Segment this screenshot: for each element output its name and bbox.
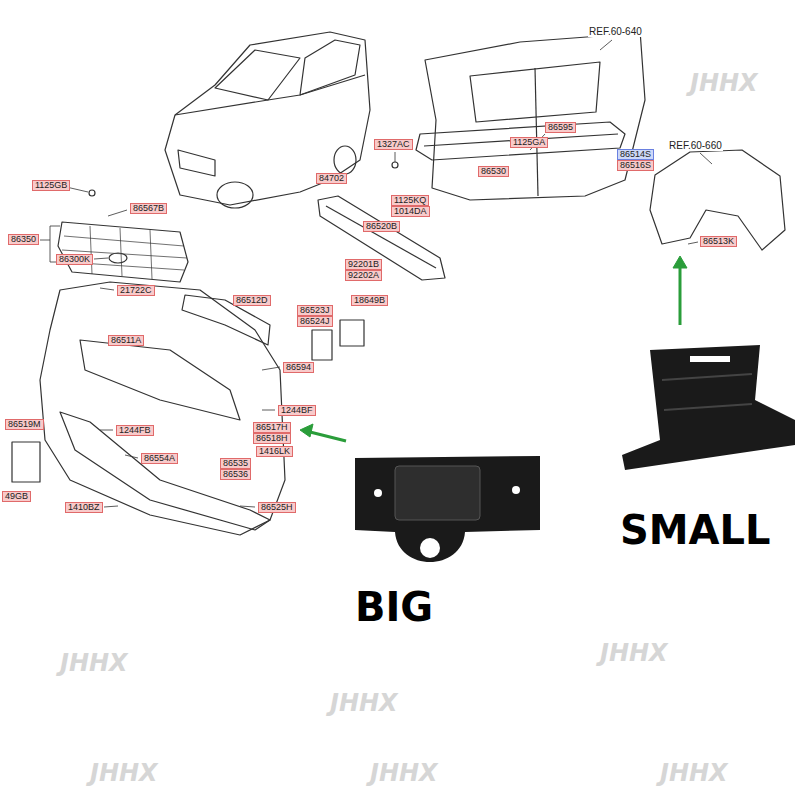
- watermark: JHHX: [370, 760, 438, 786]
- callout-number: 86514S: [617, 149, 654, 160]
- size-label: SMALL: [620, 508, 771, 552]
- radiator-post: [535, 68, 538, 196]
- car-windshield: [215, 50, 300, 100]
- reference-label: REF.60-660: [668, 140, 723, 151]
- leader-line: [104, 506, 118, 507]
- bumper-opening: [80, 340, 240, 420]
- lower-strip: [60, 412, 270, 530]
- callout-number: 86512D: [233, 295, 271, 306]
- small-bracket-photo: [622, 345, 795, 470]
- callout-number: 49GB: [2, 491, 31, 502]
- pointer-arrow: [679, 266, 682, 325]
- energy-absorber: [318, 196, 445, 280]
- callout-number: 86300K: [56, 254, 93, 265]
- callout-number: 86594: [283, 362, 314, 373]
- car-body: [165, 32, 370, 205]
- watermark: JHHX: [660, 760, 728, 786]
- callout-number: 1244FB: [116, 425, 154, 436]
- watermark: JHHX: [60, 650, 128, 676]
- callout-number: 86523J: [297, 305, 333, 316]
- radiator-support: [425, 30, 645, 200]
- arrow-head: [673, 256, 687, 268]
- arrow-head: [300, 424, 313, 437]
- watermark: JHHX: [330, 690, 398, 716]
- fender: [650, 150, 785, 250]
- callout-number: 86513K: [700, 236, 737, 247]
- leader-line: [100, 430, 113, 431]
- car-window: [300, 40, 360, 95]
- leader-line: [240, 506, 255, 507]
- callout-number: 1125GA: [510, 137, 548, 148]
- callout-number: 1410BZ: [65, 502, 103, 513]
- callout-number: 1125KQ: [391, 195, 429, 206]
- grille-bars: [62, 226, 187, 279]
- callout-number: 1327AC: [374, 139, 413, 150]
- bolt: [89, 190, 95, 196]
- leader-line: [94, 258, 108, 259]
- callout-number: 86517H: [253, 422, 291, 433]
- callout-number: 21722C: [117, 285, 155, 296]
- callout-number: 86554A: [141, 453, 178, 464]
- callout-number: 86524J: [297, 316, 333, 327]
- size-label: BIG: [355, 585, 433, 629]
- callout-number: 92202A: [345, 270, 382, 281]
- leader-line: [262, 367, 280, 370]
- bumper-beam: [416, 122, 625, 160]
- reference-label: REF.60-640: [588, 26, 643, 37]
- callout-number: 86518H: [253, 433, 291, 444]
- leader-line: [600, 40, 612, 50]
- callout-number: 86516S: [617, 160, 654, 171]
- lower-grille: [182, 295, 270, 345]
- callout-number: 86535: [220, 458, 251, 469]
- small-bracket-rib: [662, 374, 752, 410]
- callout-number: 86519M: [5, 419, 44, 430]
- callout-number: 1125GB: [32, 180, 70, 191]
- leader-line: [262, 410, 275, 411]
- callout-number: 86511A: [108, 335, 144, 346]
- car-hood: [175, 75, 365, 115]
- car-grille: [178, 150, 215, 176]
- big-bracket-latch: [395, 466, 480, 520]
- leader-lines: [40, 40, 712, 507]
- leader-line: [125, 455, 138, 458]
- callout-number: 86530: [478, 166, 509, 177]
- callout-number: 86525H: [258, 502, 296, 513]
- callout-number: 1014DA: [391, 206, 430, 217]
- bracket-hole: [420, 538, 440, 558]
- callout-number: 86567B: [130, 203, 167, 214]
- fog-bracket: [312, 330, 332, 360]
- small-bracket-slot: [690, 356, 730, 362]
- bumper-cover: [40, 282, 285, 535]
- callout-number: 86536: [220, 469, 251, 480]
- callout-number: 1244BF: [278, 405, 316, 416]
- radiator-grille: [58, 222, 188, 282]
- leader-line: [700, 153, 712, 164]
- leader-line: [688, 242, 698, 244]
- watermark: JHHX: [600, 640, 668, 666]
- big-bracket-photo: [355, 456, 540, 562]
- callout-number: 18649B: [351, 295, 388, 306]
- leader-line: [100, 288, 114, 290]
- plate-bracket: [12, 442, 40, 482]
- emblem: [109, 253, 127, 263]
- callout-number: 86350: [8, 234, 39, 245]
- watermark: JHHX: [690, 70, 758, 96]
- callout-number: 86520B: [363, 221, 400, 232]
- callout-number: 84702: [316, 173, 347, 184]
- callout-number: 86595: [545, 122, 576, 133]
- pointer-arrow: [310, 432, 346, 441]
- leader-line: [108, 210, 127, 216]
- bolt: [392, 162, 398, 168]
- leader-line: [395, 152, 396, 162]
- callout-number: 92201B: [345, 259, 382, 270]
- callout-number: 1416LK: [256, 446, 293, 457]
- bracket-hole: [374, 489, 382, 497]
- car-wheel: [217, 182, 253, 208]
- bracket-hole: [512, 486, 520, 494]
- car-wheel: [334, 146, 356, 174]
- watermark: JHHX: [90, 760, 158, 786]
- fog-lamp-holder: [340, 320, 364, 346]
